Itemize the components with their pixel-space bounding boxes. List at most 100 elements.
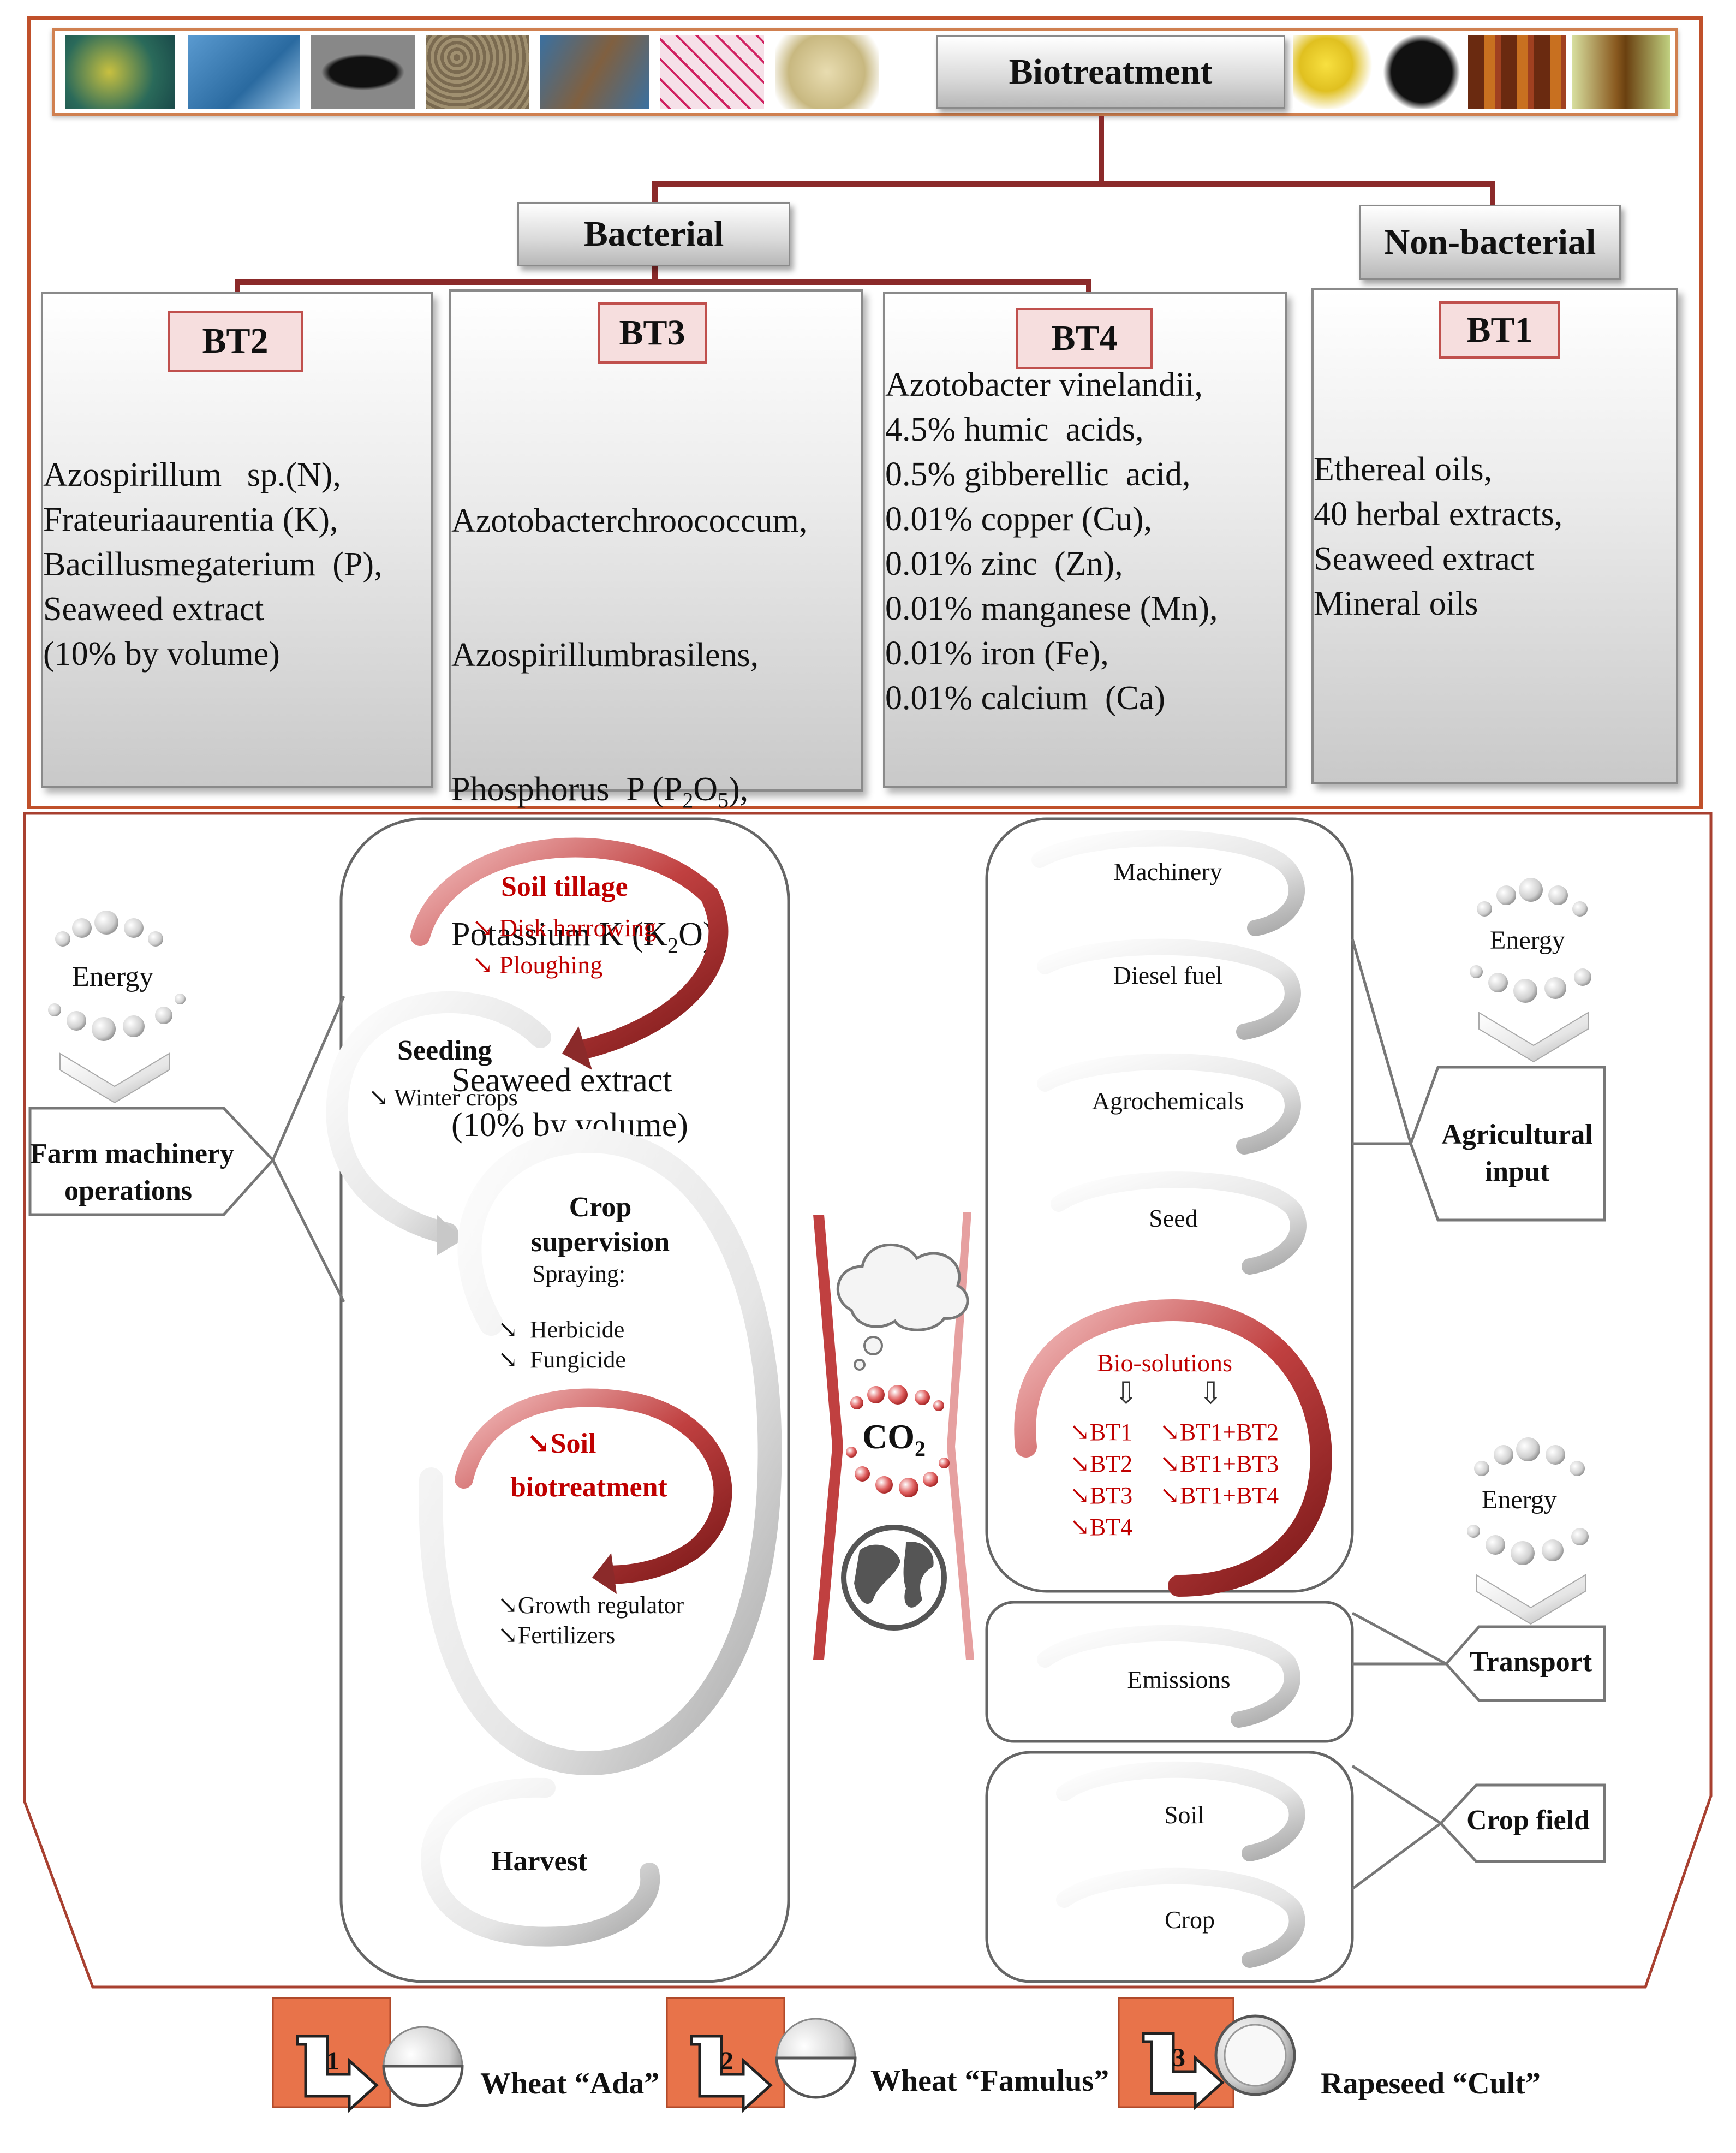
ploughing-label: Ploughing bbox=[499, 951, 603, 979]
biotreatment-title: Biotreatment bbox=[936, 35, 1285, 109]
globe-icon bbox=[841, 1525, 947, 1631]
bio-item: ↘BT4 bbox=[1070, 1514, 1133, 1541]
legend-icons bbox=[272, 1997, 1296, 2113]
bt2-label: BT2 bbox=[168, 311, 303, 372]
diesel-fuel-label: Diesel fuel bbox=[1113, 961, 1223, 989]
stained-bacteria-icon bbox=[660, 35, 764, 109]
oil-bottles-icon bbox=[1468, 35, 1566, 109]
crop-label: Crop bbox=[1165, 1906, 1215, 1934]
agri-input-shape bbox=[1409, 1066, 1606, 1222]
crop-field-label: Crop field bbox=[1466, 1805, 1590, 1836]
spraying-label: Spraying: bbox=[532, 1260, 626, 1287]
bottom-frame bbox=[23, 812, 1713, 1989]
bio-item: ↘BT2 bbox=[1070, 1450, 1133, 1477]
crop-supervision-label: Crop supervision bbox=[513, 1190, 688, 1260]
bio-item: ↘BT1+BT2 bbox=[1160, 1419, 1279, 1446]
agri-line-1: Agricultural bbox=[1441, 1119, 1593, 1150]
co2-bracket-left bbox=[813, 1215, 843, 1660]
bio-arrow-right-icon: ⇩ bbox=[1198, 1377, 1224, 1411]
co2-label: CO2 bbox=[862, 1417, 926, 1461]
transport-connector bbox=[1351, 1611, 1447, 1666]
co2-bubbles bbox=[846, 1385, 950, 1497]
tree-connector bbox=[652, 181, 1495, 187]
bt4-panel: BT4 Azotobacter vinelandii, 4.5% humic a… bbox=[883, 292, 1287, 788]
energy-label-right-top: Energy bbox=[1490, 926, 1565, 955]
tree-connector bbox=[652, 262, 658, 284]
bio-arrow-left-icon: ⇩ bbox=[1113, 1377, 1139, 1411]
crop-arc bbox=[1056, 1867, 1305, 1968]
soil-biotreatment-line-2: biotreatment bbox=[510, 1472, 667, 1503]
powder-icon bbox=[775, 35, 879, 109]
seeding-arc bbox=[326, 991, 551, 1245]
bt3-line: Azospirillumbrasilens, bbox=[451, 637, 759, 674]
non-bacterial-category: Non-bacterial bbox=[1359, 205, 1621, 280]
fertilizers-label: Fertilizers bbox=[517, 1622, 616, 1649]
soil-tillage-arc bbox=[410, 837, 729, 1061]
tree-connector bbox=[235, 279, 240, 296]
seed-label: Seed bbox=[1149, 1204, 1198, 1232]
bt4-label: BT4 bbox=[1016, 308, 1153, 369]
seaweed-icon bbox=[540, 35, 649, 109]
granules-icon bbox=[426, 35, 529, 109]
energy-cluster-right-top bbox=[1470, 878, 1591, 1063]
bt2-panel: BT2 Azospirillum sp.(N), Frateuriaaurent… bbox=[41, 292, 433, 788]
legend-number-2: 2 bbox=[720, 2047, 733, 2075]
fungicide-item: ↘ Fungicide bbox=[498, 1346, 626, 1373]
legend-number-3: 3 bbox=[1172, 2043, 1185, 2072]
soil-biotreatment-arc bbox=[455, 1388, 732, 1584]
crop-supervision-ring bbox=[419, 1128, 782, 1776]
bio-item: ↘BT1+BT4 bbox=[1160, 1482, 1279, 1509]
harvest-arc bbox=[421, 1777, 660, 1947]
growth-regulator-item: ↘Growth regulator bbox=[498, 1592, 684, 1619]
ploughing-item: ↘ Ploughing bbox=[472, 951, 603, 979]
diesel-arc bbox=[1037, 938, 1301, 1040]
soil-arc bbox=[1056, 1761, 1305, 1861]
tree-connector bbox=[1086, 279, 1091, 296]
herbicide-item: ↘ Herbicide bbox=[498, 1316, 625, 1343]
crop-field-connector bbox=[1351, 1764, 1443, 1890]
bio-item: ↘BT1+BT3 bbox=[1160, 1450, 1279, 1477]
cloud-icon bbox=[836, 1243, 969, 1371]
soil-biotreatment-label: ↘Soil biotreatment bbox=[510, 1422, 667, 1509]
herb-oil-icon bbox=[1572, 35, 1670, 109]
bt4-composition: Azotobacter vinelandii, 4.5% humic acids… bbox=[885, 366, 1218, 717]
agrochemicals-label: Agrochemicals bbox=[1091, 1087, 1244, 1115]
bt1-panel: BT1 Ethereal oils, 40 herbal extracts, S… bbox=[1311, 288, 1678, 784]
farm-machinery-shape bbox=[28, 1107, 275, 1216]
soil-tillage-label: Soil tillage bbox=[501, 871, 628, 902]
soil-label: Soil bbox=[1164, 1801, 1205, 1829]
bacteria-micrograph-icon bbox=[65, 35, 175, 109]
bt3-potassium: Potassium K (K2O), bbox=[451, 916, 723, 958]
farm-machinery-label: Farm machinery operations bbox=[30, 1135, 235, 1210]
winter-crops-label: Winter crops bbox=[394, 1084, 518, 1111]
bt2-composition: Azospirillum sp.(N), Frateuriaaurentia (… bbox=[43, 456, 383, 673]
bt3-label: BT3 bbox=[598, 302, 707, 364]
farm-connector bbox=[271, 996, 345, 1303]
transport-label: Transport bbox=[1469, 1646, 1592, 1678]
tree-connector bbox=[235, 279, 1091, 285]
bio-list-right: ↘BT1+BT2 ↘BT1+BT3 ↘BT1+BT4 bbox=[1160, 1417, 1279, 1512]
charcoal-icon bbox=[1381, 35, 1463, 109]
crop-line-1: Crop bbox=[569, 1192, 632, 1223]
farm-line-1: Farm machinery bbox=[30, 1138, 235, 1169]
bio-item: ↘BT1 bbox=[1070, 1419, 1133, 1446]
emissions-arc bbox=[1037, 1625, 1300, 1728]
tree-connector bbox=[1099, 116, 1104, 187]
bio-list-left: ↘BT1 ↘BT2 ↘BT3 ↘BT4 bbox=[1070, 1417, 1132, 1543]
energy-label-left: Energy bbox=[72, 961, 154, 992]
legend-number-1: 1 bbox=[326, 2047, 339, 2075]
crop-line-2: supervision bbox=[530, 1227, 670, 1258]
tree-connector bbox=[652, 181, 658, 203]
machinery-label: Machinery bbox=[1113, 858, 1222, 885]
seeding-label: Seeding bbox=[397, 1035, 492, 1066]
herbicide-label: Herbicide bbox=[529, 1316, 625, 1343]
fungicide-label: Fungicide bbox=[529, 1346, 626, 1373]
energy-cluster-right-bottom bbox=[1467, 1437, 1589, 1625]
fertilizers-item: ↘Fertilizers bbox=[498, 1622, 616, 1649]
machinery-arc bbox=[1031, 830, 1305, 936]
bt3-panel: BT3 Azotobacterchroococcum, Azospirillum… bbox=[449, 289, 863, 1144]
legend-label-3: Rapeseed “Cult” bbox=[1321, 2067, 1541, 2101]
seed-arc bbox=[1051, 1171, 1307, 1275]
soil-biotreatment-line-1: ↘Soil bbox=[527, 1428, 596, 1459]
